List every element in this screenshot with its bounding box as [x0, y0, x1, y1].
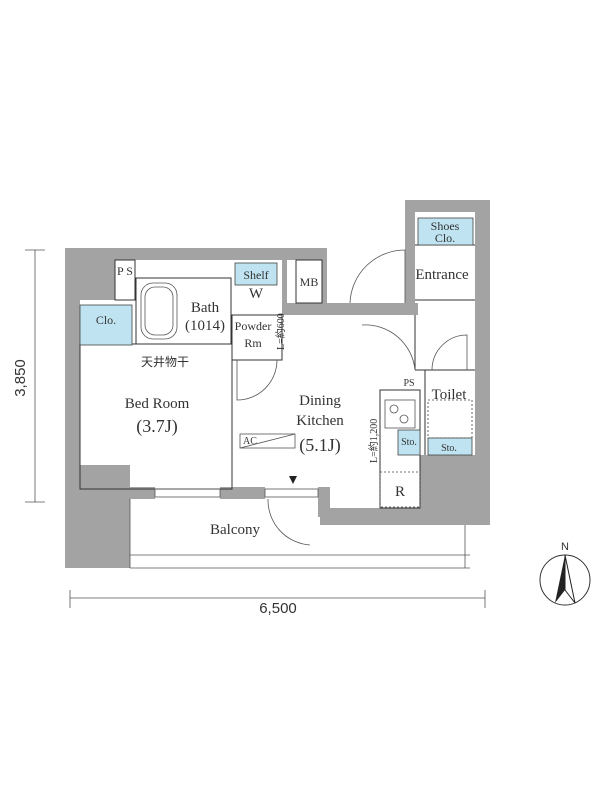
- mb-label: MB: [300, 275, 319, 289]
- walls: [65, 200, 490, 568]
- toilet-label: Toilet: [432, 387, 468, 403]
- bath-size: (1014): [185, 318, 225, 334]
- kitchen-label: Kitchen: [296, 413, 344, 429]
- kitchen-ps-label: PS: [403, 378, 414, 389]
- shoes-label-2: Clo.: [435, 231, 455, 245]
- width-label: 6,500: [259, 600, 297, 617]
- shoes-label-1: Shoes: [431, 219, 460, 233]
- shelf-label: Shelf: [243, 268, 268, 282]
- height-label: 3,850: [12, 359, 29, 397]
- fridge-label: R: [395, 484, 405, 500]
- bath-label: Bath: [191, 300, 220, 316]
- ac-label: AC: [243, 436, 257, 447]
- toilet-storage: [427, 437, 473, 456]
- closet: [79, 304, 133, 346]
- kitchen-storage: [397, 429, 421, 456]
- bedroom-label: Bed Room: [125, 396, 190, 412]
- toilet-storage-label: Sto.: [441, 443, 457, 454]
- kitchen-storage-label: Sto.: [401, 437, 417, 448]
- kitchen-length: L=約1,200: [367, 419, 380, 463]
- dimension-height: 3,850: [12, 249, 45, 503]
- interior-lines: [79, 244, 475, 569]
- dining-kitchen-size: (5.1J): [299, 435, 341, 456]
- vanity-length: L=約600: [274, 313, 287, 350]
- washer-label: W: [249, 286, 264, 302]
- powder-room-label-2: Rm: [244, 336, 262, 350]
- powder-room-label-1: Powder: [235, 319, 272, 333]
- shelf: [234, 262, 278, 286]
- shoes-closet: [417, 217, 474, 246]
- compass-icon: N: [539, 541, 591, 606]
- ceiling-dryer-label: 天井物干: [141, 355, 189, 369]
- entrance-label: Entrance: [415, 267, 469, 283]
- compass-north-label: N: [561, 541, 569, 553]
- bedroom-size: (3.7J): [136, 416, 178, 437]
- balcony-label: Balcony: [210, 522, 260, 538]
- dimension-width: 6,500: [69, 590, 486, 617]
- ps-label: P S: [117, 264, 133, 278]
- closet-label: Clo.: [96, 313, 116, 327]
- dining-label: Dining: [299, 393, 341, 409]
